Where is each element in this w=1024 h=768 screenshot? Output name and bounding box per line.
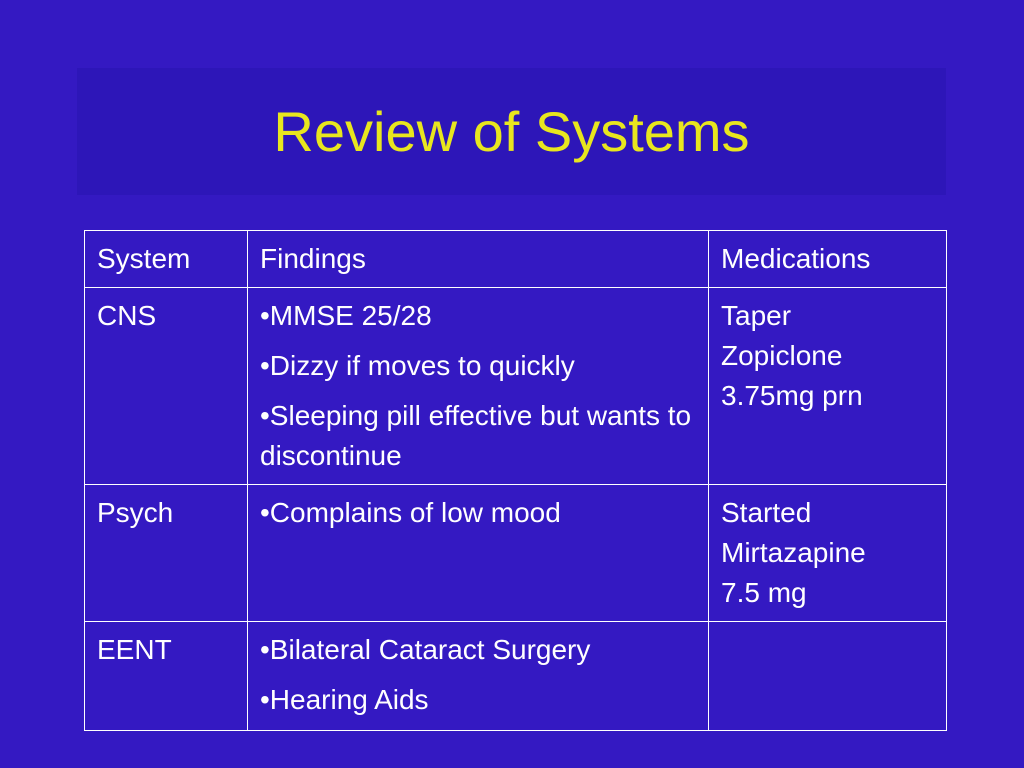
header-findings: Findings <box>247 230 709 288</box>
medication-line: Mirtazapine <box>721 537 866 568</box>
medication-line: Taper <box>721 300 792 331</box>
finding-item: •Bilateral Cataract Surgery <box>260 634 591 665</box>
cell-findings: •Bilateral Cataract Surgery •Hearing Aid… <box>247 621 709 731</box>
finding-item: •Complains of low mood <box>260 497 561 528</box>
cell-findings: •MMSE 25/28 •Dizzy if moves to quickly •… <box>247 287 709 485</box>
finding-item: •MMSE 25/28 <box>260 300 432 331</box>
cell-system: Psych <box>84 484 248 622</box>
cell-system: CNS <box>84 287 248 485</box>
header-medications: Medications <box>708 230 947 288</box>
medication-line: 7.5 mg <box>721 577 807 608</box>
review-of-systems-table: System Findings Medications CNS •MMSE 25… <box>84 230 947 731</box>
cell-system: EENT <box>84 621 248 731</box>
medication-line: 3.75mg prn <box>721 380 863 411</box>
table-row-eent: EENT •Bilateral Cataract Surgery •Hearin… <box>84 621 947 731</box>
table-header-row: System Findings Medications <box>84 230 947 288</box>
slide-title: Review of Systems <box>273 100 750 163</box>
finding-item: •Dizzy if moves to quickly <box>260 350 575 381</box>
medication-line: Started <box>721 497 812 528</box>
finding-item: •Hearing Aids <box>260 684 429 715</box>
title-band: Review of Systems <box>77 68 946 195</box>
finding-item: •Sleeping pill effective but wants to di… <box>260 400 692 471</box>
cell-medications-empty <box>708 621 947 731</box>
cell-findings: •Complains of low mood <box>247 484 709 622</box>
cell-medications: Started Mirtazapine 7.5 mg <box>708 484 947 622</box>
table-row-cns: CNS •MMSE 25/28 •Dizzy if moves to quick… <box>84 287 947 485</box>
header-system: System <box>84 230 248 288</box>
medication-line: Zopiclone <box>721 340 843 371</box>
cell-medications: Taper Zopiclone 3.75mg prn <box>708 287 947 485</box>
table-row-psych: Psych •Complains of low mood Started Mir… <box>84 484 947 622</box>
